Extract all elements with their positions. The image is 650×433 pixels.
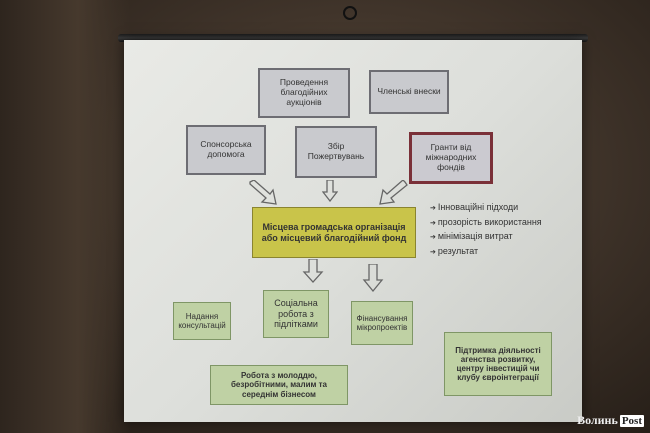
arrow-down-left: [379, 180, 408, 205]
arrow-down-right: [249, 180, 277, 205]
projector-screen-rod: [118, 34, 588, 42]
box-social-work: Соціальна робота з підлітками: [263, 290, 329, 338]
arrow-down: [302, 259, 324, 283]
bullet-list: Інноваційні підходи прозорість використа…: [430, 201, 542, 259]
box-membership: Членські внески: [369, 70, 449, 114]
watermark-brand-suffix: Post: [619, 414, 644, 427]
arrow-down: [322, 180, 338, 202]
bullet-item: результат: [430, 245, 542, 260]
box-consulting: Надання консультацій: [173, 302, 231, 340]
box-sponsorship: Спонсорська допомога: [186, 125, 266, 175]
hanging-hook: [343, 6, 357, 20]
box-auctions: Проведення благодійних аукціонів: [258, 68, 350, 118]
box-microprojects: Фінансування мікропроектів: [351, 301, 413, 345]
wall: [0, 0, 130, 433]
bullet-item: прозорість використання: [430, 216, 542, 231]
bullet-item: мінімізація витрат: [430, 230, 542, 245]
box-youth: Робота з молоддю, безробітними, малим та…: [210, 365, 348, 405]
box-support: Підтримка діяльності агенства розвитку, …: [444, 332, 552, 396]
watermark-brand: Волинь: [577, 413, 618, 427]
bullet-item: Інноваційні підходи: [430, 201, 542, 216]
box-donations: Збір Пожертвувань: [295, 126, 377, 178]
box-organization: Місцева громадська організація або місце…: [252, 207, 416, 258]
projector-screen: Проведення благодійних аукціонів Членськ…: [124, 40, 582, 422]
watermark-logo: Волинь Post: [577, 413, 644, 428]
arrow-down: [362, 264, 384, 292]
box-grants: Гранти від міжнародних фондів: [409, 132, 493, 184]
